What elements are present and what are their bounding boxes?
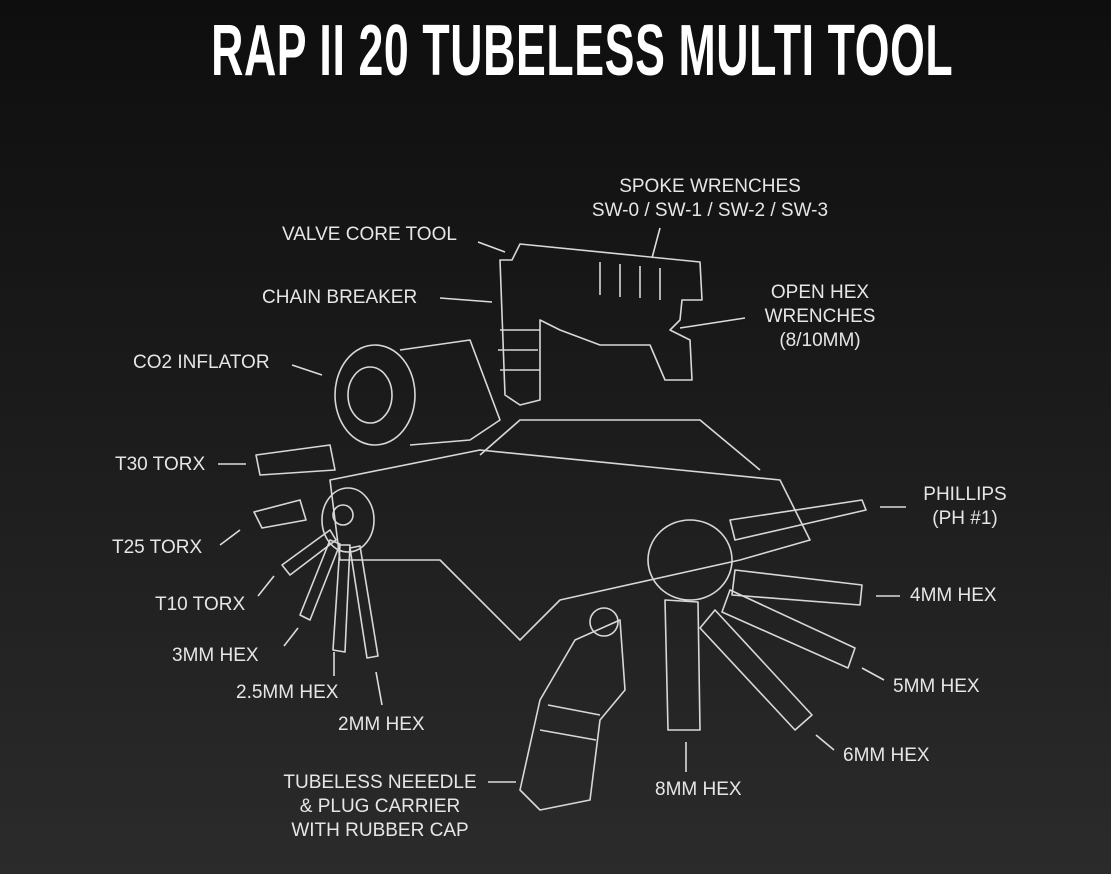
label-line: WRENCHES xyxy=(764,306,876,327)
diagram-title: RAP II 20 TUBELESS MULTI TOOL xyxy=(211,11,954,91)
label-open-hex-wrenches: OPEN HEX WRENCHES (8/10MM) xyxy=(740,281,900,353)
label-line: (PH #1) xyxy=(932,508,998,529)
label-line: TUBELESS NEEEDLE xyxy=(283,772,477,793)
leader-lines xyxy=(218,227,906,783)
label-2-5mm-hex: 2.5MM HEX xyxy=(236,682,339,703)
label-line: OPEN HEX xyxy=(770,282,870,303)
tool-sketch xyxy=(253,243,867,811)
label-8mm-hex: 8MM HEX xyxy=(655,779,742,800)
label-chain-breaker: CHAIN BREAKER xyxy=(262,287,418,308)
label-line: (8/10MM) xyxy=(779,330,861,351)
label-2mm-hex: 2MM HEX xyxy=(338,714,425,735)
label-5mm-hex: 5MM HEX xyxy=(893,676,980,697)
label-co2-inflator: CO2 INFLATOR xyxy=(133,352,270,373)
label-spoke-wrenches: SPOKE WRENCHES SW-0 / SW-1 / SW-2 / SW-3 xyxy=(560,175,860,223)
label-line: WITH RUBBER CAP xyxy=(291,820,469,841)
label-valve-core-tool: VALVE CORE TOOL xyxy=(282,224,457,245)
label-line: SW-0 / SW-1 / SW-2 / SW-3 xyxy=(591,200,829,221)
label-line: SPOKE WRENCHES xyxy=(619,176,801,197)
label-line: PHILLIPS xyxy=(923,484,1007,505)
label-t10-torx: T10 TORX xyxy=(155,594,246,615)
label-line: & PLUG CARRIER xyxy=(299,796,461,817)
label-4mm-hex: 4MM HEX xyxy=(910,585,997,606)
label-6mm-hex: 6MM HEX xyxy=(843,745,930,766)
label-t25-torx: T25 TORX xyxy=(112,537,203,558)
label-t30-torx: T30 TORX xyxy=(115,454,206,475)
label-phillips: PHILLIPS (PH #1) xyxy=(900,483,1030,531)
label-tubeless-needle: TUBELESS NEEEDLE & PLUG CARRIER WITH RUB… xyxy=(262,771,498,843)
label-3mm-hex: 3MM HEX xyxy=(172,645,259,666)
